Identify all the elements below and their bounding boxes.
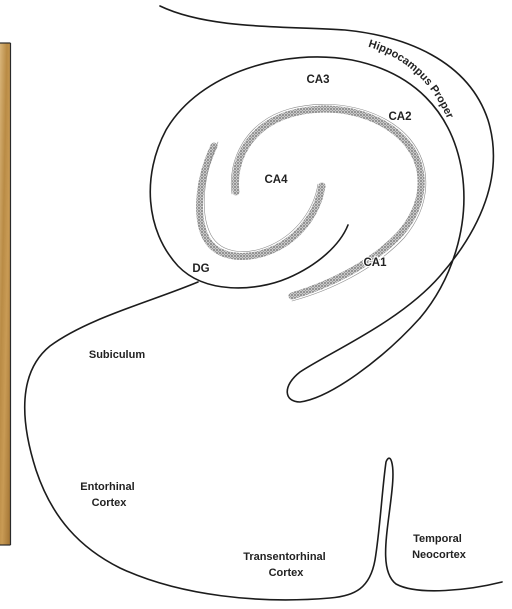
label-ca1: CA1: [363, 257, 387, 269]
label-temporal-line2: Neocortex: [412, 549, 467, 561]
label-entorhinal-line2: Cortex: [92, 497, 128, 509]
dentate-gyrus-band-edge: [204, 142, 318, 252]
label-entorhinal-cortex: Entorhinal Cortex: [80, 481, 137, 509]
photo-panel: [0, 43, 11, 545]
label-hippocampus-proper: Hippocampus Proper: [367, 38, 456, 121]
label-hippocampus-proper-text: Hippocampus Proper: [367, 38, 456, 121]
label-transentorhinal-line1: Transentorhinal: [243, 551, 326, 563]
label-transentorhinal-cortex: Transentorhinal Cortex: [243, 551, 329, 579]
label-transentorhinal-line2: Cortex: [269, 567, 305, 579]
label-ca2: CA2: [388, 111, 411, 123]
hippocampus-proper-boundary: [150, 57, 464, 318]
label-temporal-neocortex: Temporal Neocortex: [412, 533, 467, 561]
label-dg: DG: [192, 263, 209, 275]
label-temporal-line1: Temporal: [413, 533, 462, 545]
outer-boundary-top: [160, 6, 493, 402]
ca-pyramidal-band: [235, 109, 421, 296]
dentate-gyrus-band: [200, 146, 322, 256]
label-ca3: CA3: [306, 74, 329, 86]
label-entorhinal-line1: Entorhinal: [80, 481, 134, 493]
label-subiculum: Subiculum: [89, 349, 145, 361]
photo-panel-image: [0, 43, 10, 545]
label-ca4: CA4: [264, 174, 288, 186]
